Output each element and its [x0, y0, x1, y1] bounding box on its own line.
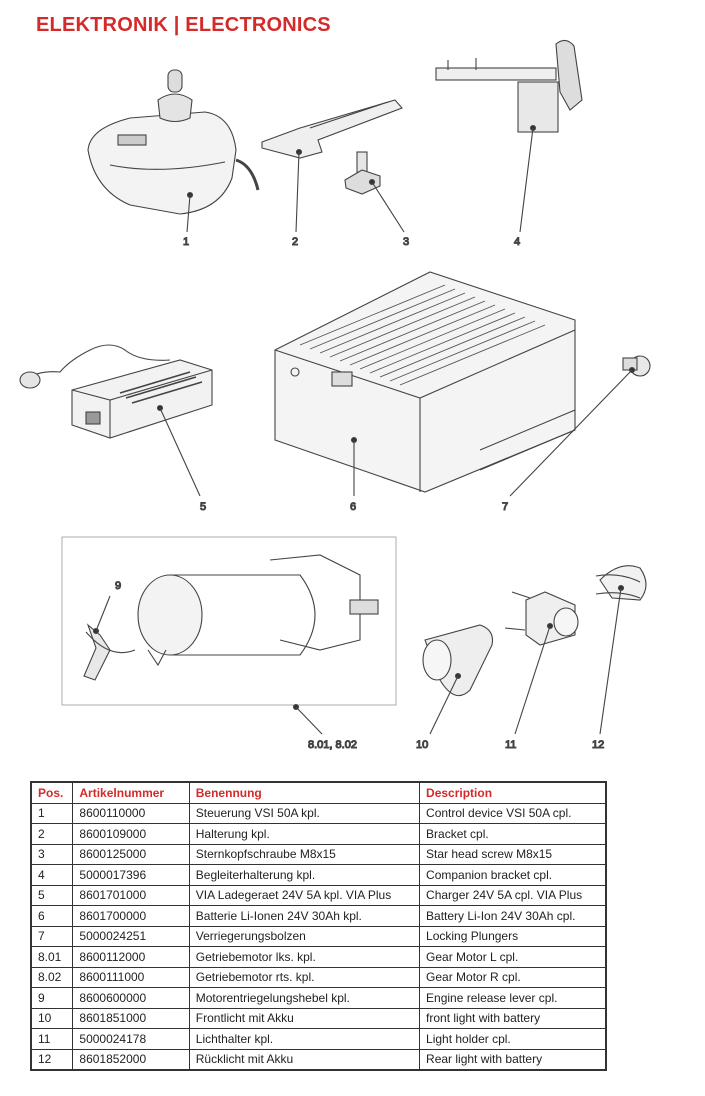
callout-12: 12 [592, 739, 604, 751]
callout-1: 1 [183, 236, 189, 248]
cell-description: Light holder cpl. [419, 1028, 607, 1050]
cell-description: Gear Motor L cpl. [419, 946, 607, 968]
cell-description: Companion bracket cpl. [419, 864, 607, 886]
cell-pos: 9 [30, 987, 74, 1009]
cell-article: 5000017396 [72, 864, 190, 886]
cell-article: 8601851000 [72, 1007, 190, 1029]
cell-article: 8601852000 [72, 1048, 190, 1071]
motor-group-box [61, 536, 397, 706]
part-3-star-screw [344, 151, 405, 233]
cell-pos: 2 [30, 823, 74, 845]
parts-table: Pos. Artikelnummer Benennung Description… [30, 781, 607, 1071]
cell-benennung: Getriebemotor rts. kpl. [188, 966, 421, 988]
cell-article: 8600600000 [72, 987, 190, 1009]
part-12-rear-light [595, 565, 647, 735]
callout-8: 8.01, 8.02 [308, 739, 357, 751]
part-5-charger [19, 344, 213, 497]
callout-2: 2 [292, 236, 298, 248]
cell-benennung: Getriebemotor lks. kpl. [188, 946, 421, 968]
callout-3: 3 [403, 236, 409, 248]
cell-pos: 7 [30, 925, 74, 947]
cell-benennung: Sternkopfschraube M8x15 [188, 843, 421, 865]
cell-article: 8600125000 [72, 843, 190, 865]
part-6-battery [274, 271, 576, 496]
callout-9: 9 [115, 580, 121, 592]
cell-article: 8601700000 [72, 905, 190, 927]
cell-article: 8600110000 [72, 802, 190, 824]
callout-10: 10 [416, 739, 428, 751]
cell-description: Locking Plungers [419, 925, 607, 947]
callout-7: 7 [502, 501, 508, 513]
part-2-bracket [261, 99, 403, 233]
cell-description: Rear light with battery [419, 1048, 607, 1071]
cell-description: Bracket cpl. [419, 823, 607, 845]
cell-description: Gear Motor R cpl. [419, 966, 607, 988]
cell-description: Control device VSI 50A cpl. [419, 802, 607, 824]
cell-pos: 5 [30, 884, 74, 906]
part-7-locking-plunger [509, 355, 651, 497]
cell-benennung: Motorentriegelungshebel kpl. [188, 987, 421, 1009]
callout-4: 4 [514, 236, 520, 248]
cell-description: Battery Li-Ion 24V 30Ah cpl. [419, 905, 607, 927]
part-4-companion-bracket [435, 39, 583, 233]
cell-pos: 4 [30, 864, 74, 886]
cell-article: 8600112000 [72, 946, 190, 968]
cell-benennung: Rücklicht mit Akku [188, 1048, 421, 1071]
cell-benennung: VIA Ladegeraet 24V 5A kpl. VIA Plus [188, 884, 421, 906]
part-10-front-light [422, 624, 494, 735]
cell-benennung: Lichthalter kpl. [188, 1028, 421, 1050]
cell-benennung: Frontlicht mit Akku [188, 1007, 421, 1029]
cell-benennung: Verriegerungsbolzen [188, 925, 421, 947]
cell-description: Charger 24V 5A cpl. VIA Plus [419, 884, 607, 906]
callout-11: 11 [505, 739, 516, 751]
cell-description: Star head screw M8x15 [419, 843, 607, 865]
cell-description: Engine release lever cpl. [419, 987, 607, 1009]
cell-article: 5000024178 [72, 1028, 190, 1050]
cell-pos: 8.02 [30, 966, 74, 988]
cell-pos: 11 [30, 1028, 74, 1050]
cell-article: 8600111000 [72, 966, 190, 988]
cell-article: 8601701000 [72, 884, 190, 906]
header-article-number: Artikelnummer [72, 781, 190, 804]
cell-benennung: Halterung kpl. [188, 823, 421, 845]
motor-leader-line [295, 706, 323, 735]
cell-pos: 10 [30, 1007, 74, 1029]
cell-pos: 3 [30, 843, 74, 865]
cell-benennung: Steuerung VSI 50A kpl. [188, 802, 421, 824]
cell-pos: 12 [30, 1048, 74, 1071]
table-header-row: Pos. Artikelnummer Benennung Description [30, 781, 607, 804]
header-description: Description [419, 781, 607, 804]
part-8-gear-motor [137, 554, 379, 667]
part-11-light-holder [504, 591, 579, 735]
callout-5: 5 [200, 501, 206, 513]
cell-pos: 6 [30, 905, 74, 927]
cell-description: front light with battery [419, 1007, 607, 1029]
part-1-controller [87, 69, 260, 233]
cell-article: 5000024251 [72, 925, 190, 947]
callout-6: 6 [350, 501, 356, 513]
cell-article: 8600109000 [72, 823, 190, 845]
part-9-release-lever [83, 595, 136, 681]
page-title: ELEKTRONIK | ELECTRONICS [36, 14, 331, 36]
cell-benennung: Begleiterhalterung kpl. [188, 864, 421, 886]
header-benennung: Benennung [188, 781, 421, 804]
cell-benennung: Batterie Li-Ionen 24V 30Ah kpl. [188, 905, 421, 927]
header-pos: Pos. [30, 781, 74, 804]
exploded-parts-drawing: 1 2 3 4 5 6 7 9 8.01, 8.02 10 11 12 [19, 39, 651, 752]
cell-pos: 1 [30, 802, 74, 824]
cell-pos: 8.01 [30, 946, 74, 968]
